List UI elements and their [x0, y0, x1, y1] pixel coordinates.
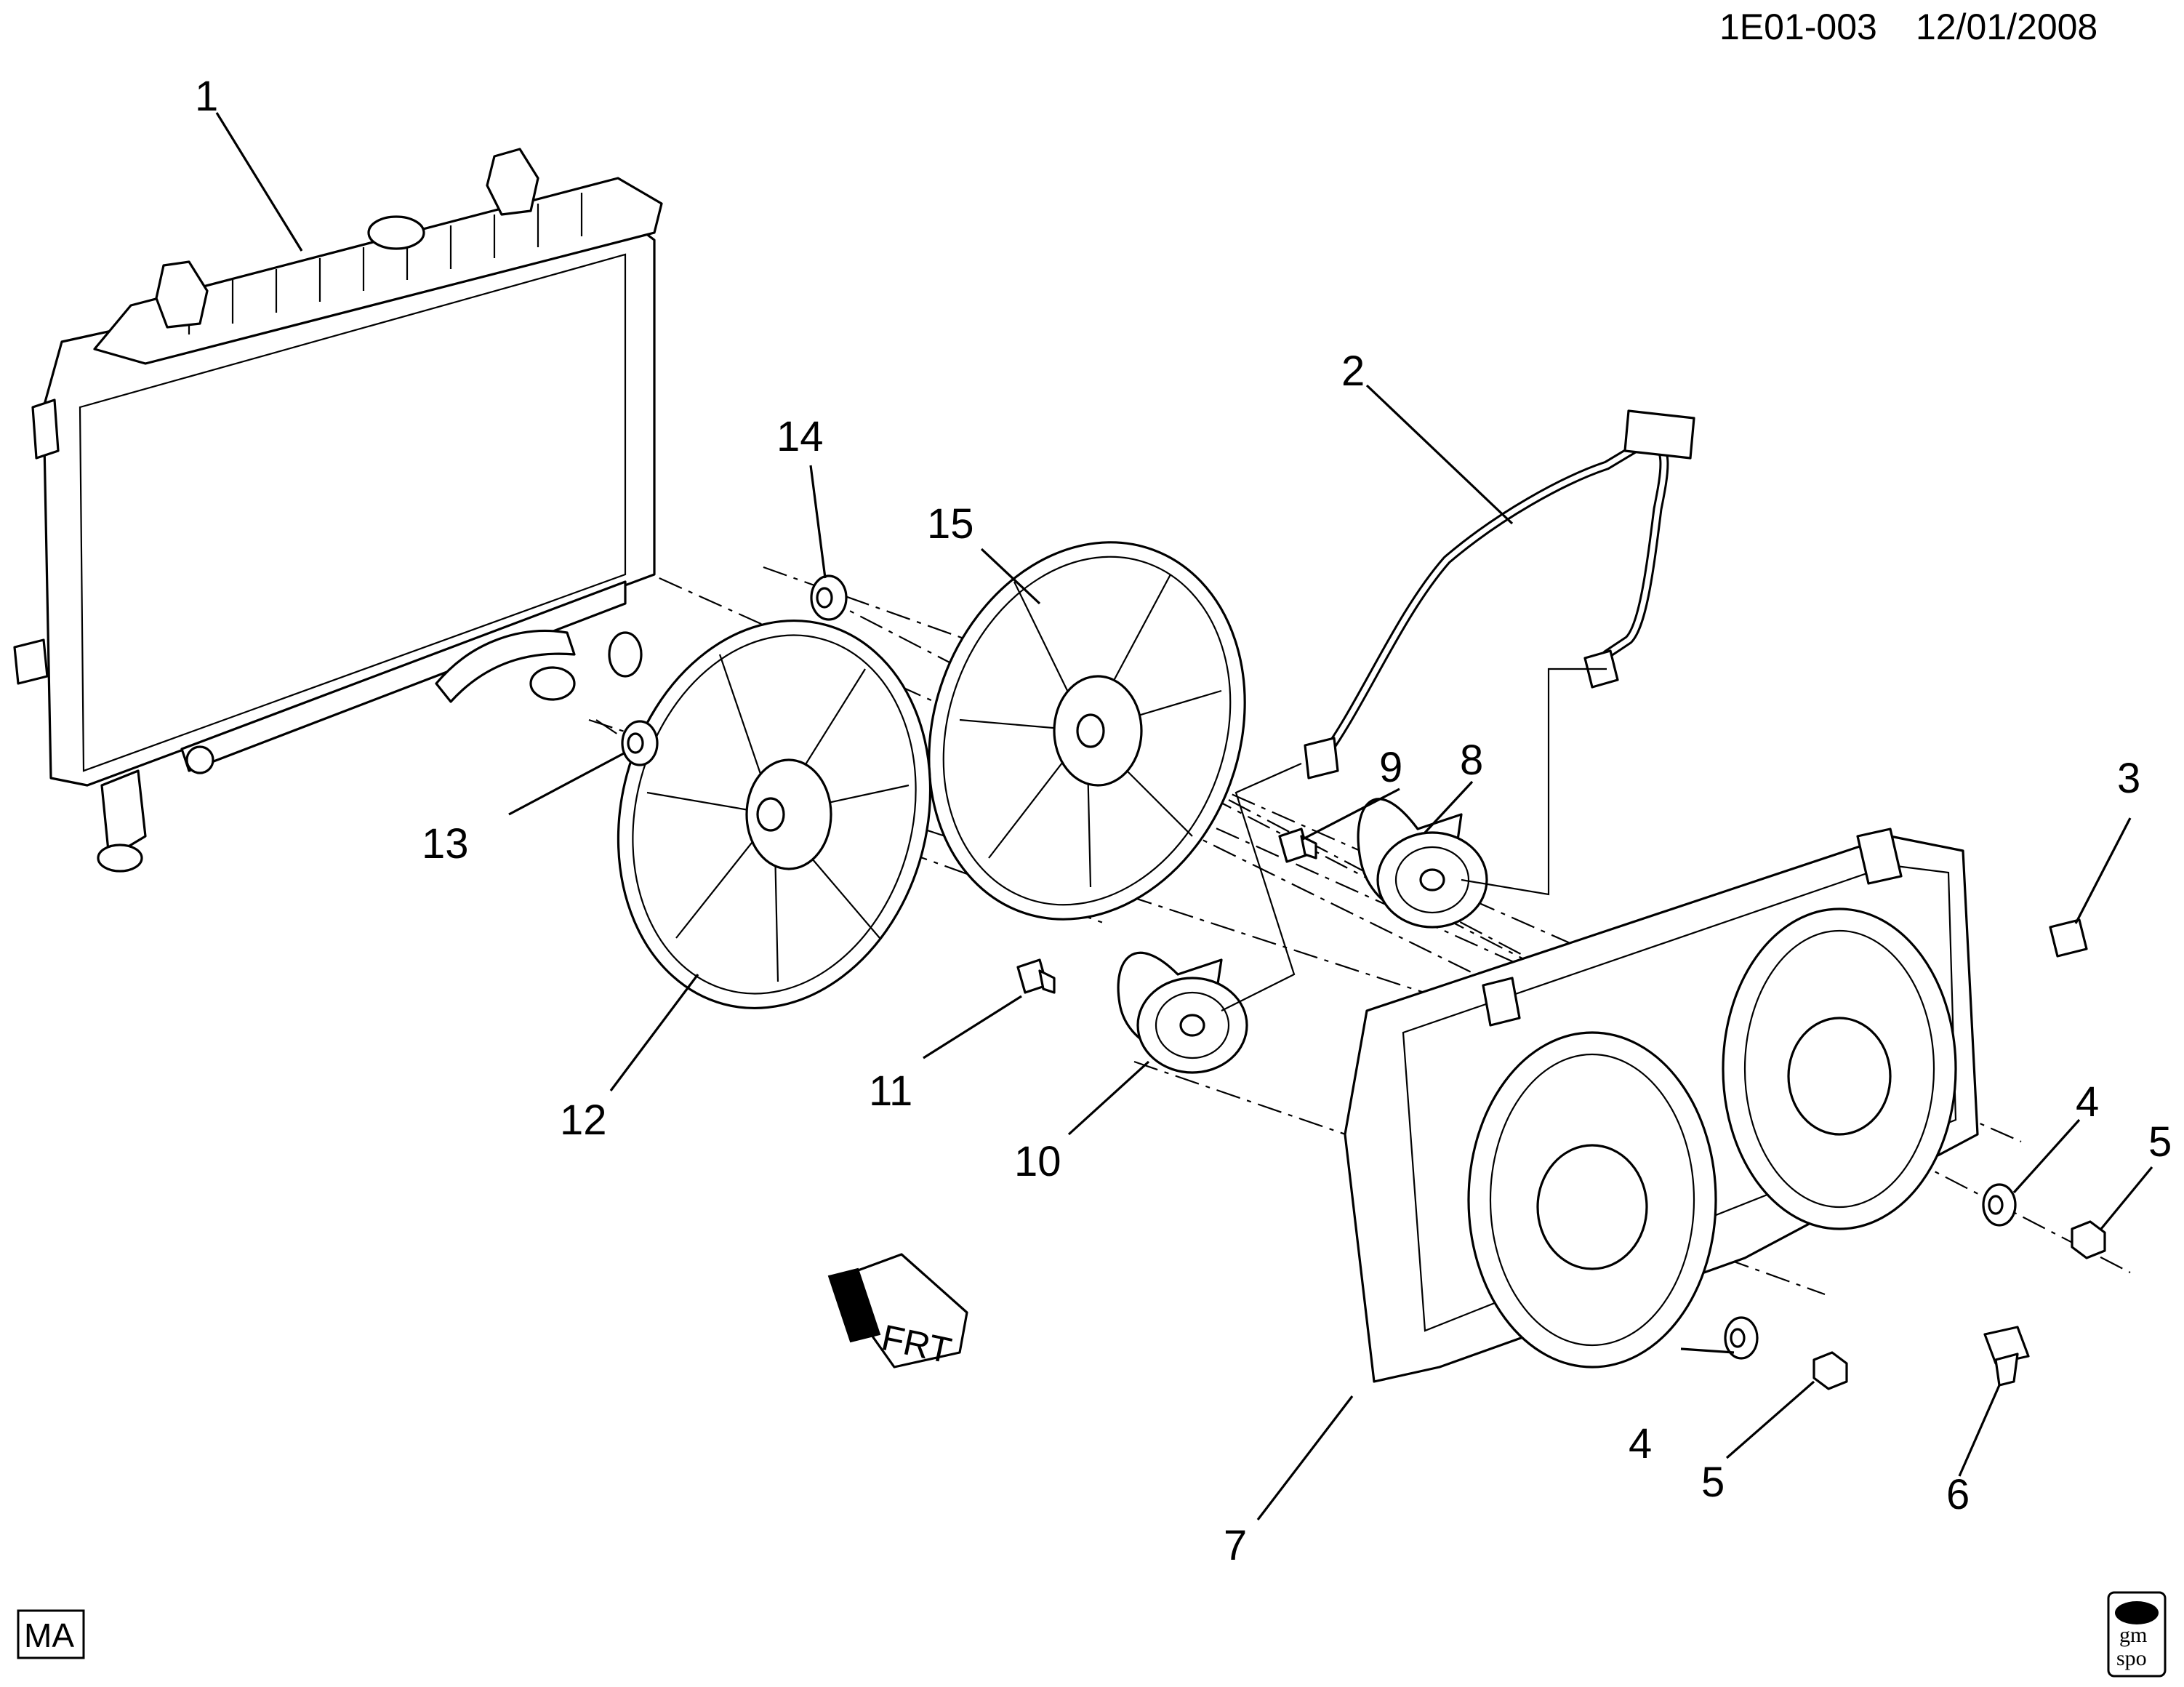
bolt-lower — [1016, 958, 1056, 994]
callout-6: 6 — [1946, 1471, 1970, 1518]
leader-lines — [215, 112, 2153, 1520]
bolt-upper — [1278, 828, 1317, 863]
callout-4b: 4 — [1629, 1420, 1652, 1467]
callout-15: 15 — [927, 500, 974, 548]
nut-right — [2071, 1220, 2106, 1259]
callout-4a: 4 — [2076, 1078, 2099, 1126]
clip — [2049, 918, 2088, 958]
radiator — [13, 148, 663, 873]
callout-7: 7 — [1224, 1522, 1247, 1569]
callout-labels: 1 2 3 4 4 5 5 6 7 8 9 10 11 12 13 14 15 — [195, 73, 2172, 1569]
gm-spo-logo-bottom: spo — [2116, 1646, 2147, 1670]
callout-11: 11 — [869, 1067, 912, 1115]
callout-3: 3 — [2117, 755, 2140, 802]
callout-13: 13 — [422, 820, 469, 867]
callout-10: 10 — [1014, 1138, 1061, 1185]
gm-spo-logo: gm spo — [2107, 1591, 2167, 1678]
washer-lower — [621, 720, 659, 766]
fan-blade-upper — [928, 541, 1246, 921]
diagram-code: 1E01-003 — [1719, 7, 1877, 47]
washer-bottom — [1724, 1316, 1759, 1360]
callout-5a: 5 — [2148, 1118, 2172, 1166]
callout-12: 12 — [560, 1097, 607, 1144]
diagram-date: 12/01/2008 — [1916, 7, 2097, 47]
ma-badge-label: MA — [24, 1616, 74, 1654]
callout-8: 8 — [1460, 737, 1483, 784]
ma-badge: MA — [17, 1609, 85, 1659]
gm-spo-logo-top: gm — [2119, 1623, 2147, 1647]
fan-shroud — [1344, 828, 1979, 1383]
washer-upper — [810, 574, 848, 621]
callout-14: 14 — [776, 413, 824, 460]
callout-9: 9 — [1379, 744, 1402, 791]
callout-5b: 5 — [1701, 1459, 1725, 1506]
front-direction-arrow-icon: FRT — [827, 1253, 968, 1371]
wiring-harness — [1304, 409, 1695, 780]
callout-1: 1 — [195, 73, 218, 120]
washer-right — [1982, 1183, 2017, 1227]
fan-motor-upper — [1357, 668, 1607, 929]
nut-bottom — [1812, 1351, 1848, 1390]
callout-2: 2 — [1341, 348, 1365, 395]
fan-blade-lower — [617, 619, 932, 1010]
flange-bolt — [1983, 1326, 2030, 1387]
fan-motor-lower — [1117, 762, 1302, 1074]
